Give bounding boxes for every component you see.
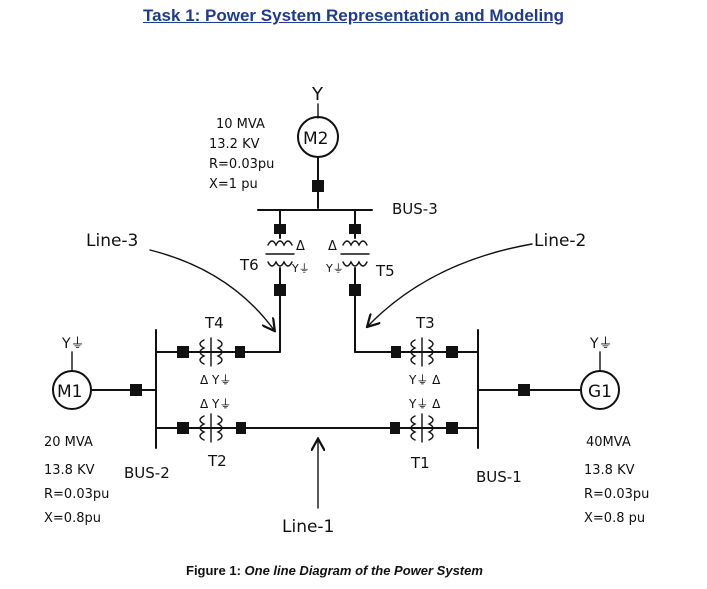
line-2-annotation: Line-2	[368, 231, 586, 326]
breaker-m2	[312, 180, 324, 192]
t2-connection: Δ Y⏚	[200, 397, 231, 411]
t5-connection-y: Y⏚	[325, 262, 344, 275]
bus-3-label: BUS-3	[392, 200, 438, 218]
t6-connection-y: Y⏚	[291, 262, 310, 275]
motor-m2: Y M2 10 MVA 13.2 KV R=0.03pu X=1 pu	[209, 84, 339, 209]
t6-label: T6	[239, 256, 259, 274]
generator-g1: Y⏚ G1 40MVA 13.8 KV R=0.03pu X=0.8 pu	[477, 336, 649, 526]
breaker-m1	[130, 384, 142, 396]
g1-connection: Y⏚	[589, 336, 613, 352]
m1-spec-r: R=0.03pu	[44, 487, 109, 502]
t3-connection: Y⏚ Δ	[408, 373, 441, 387]
g1-spec-x: X=0.8 pu	[584, 511, 645, 526]
line-3-annotation: Line-3	[86, 231, 274, 330]
m1-spec-mva: 20 MVA	[44, 435, 93, 450]
t5-connection-delta: Δ	[328, 239, 337, 254]
caption-text: One line Diagram of the Power System	[244, 563, 483, 578]
m2-label: M2	[303, 129, 328, 149]
m1-connection: Y⏚	[61, 336, 85, 352]
m2-spec-kv: 13.2 KV	[209, 137, 260, 152]
bus-3: BUS-3	[257, 200, 438, 218]
line-2-label: Line-2	[534, 231, 586, 251]
bus-2-label: BUS-2	[124, 464, 170, 482]
breaker-g1	[518, 384, 530, 396]
figure-caption: Figure 1: One line Diagram of the Power …	[186, 563, 483, 578]
t5-label: T5	[375, 262, 395, 280]
transformer-t1: Y⏚ Δ T1	[390, 397, 458, 472]
transformer-t5: Δ Y⏚ T5	[325, 209, 395, 353]
caption-prefix: Figure 1:	[186, 563, 241, 578]
m1-label: M1	[57, 382, 82, 402]
page-title: Task 1: Power System Representation and …	[142, 6, 564, 25]
transformer-t3: T3 Y⏚ Δ	[354, 314, 479, 387]
transformer-t6: Δ Y⏚ T6	[239, 209, 310, 353]
m1-spec-kv: 13.8 KV	[44, 463, 95, 478]
g1-spec-kv: 13.8 KV	[584, 463, 635, 478]
g1-spec-mva: 40MVA	[586, 435, 631, 450]
t2-label: T2	[207, 452, 227, 470]
motor-m1: Y⏚ M1 20 MVA 13.8 KV R=0.03pu X=0.8pu	[44, 336, 157, 526]
t1-connection: Y⏚ Δ	[408, 397, 441, 411]
bus-1: BUS-1	[476, 329, 522, 486]
m2-spec-x: X=1 pu	[209, 177, 258, 192]
t3-label: T3	[415, 314, 435, 332]
g1-label: G1	[588, 382, 612, 402]
m2-spec-r: R=0.03pu	[209, 157, 274, 172]
transformer-t4: T4 Δ Y⏚	[155, 314, 281, 387]
bus-1-label: BUS-1	[476, 468, 522, 486]
line-1-label: Line-1	[282, 517, 334, 537]
transformer-t2: Δ Y⏚ T2	[155, 397, 479, 470]
m2-connection: Y	[311, 84, 324, 105]
m2-spec-mva: 10 MVA	[216, 117, 265, 132]
t4-label: T4	[204, 314, 224, 332]
m1-spec-x: X=0.8pu	[44, 511, 101, 526]
t4-connection: Δ Y⏚	[200, 373, 231, 387]
line-1-annotation: Line-1	[282, 440, 334, 537]
line-3-label: Line-3	[86, 231, 138, 251]
t6-connection-delta: Δ	[296, 239, 305, 254]
g1-spec-r: R=0.03pu	[584, 487, 649, 502]
t1-label: T1	[410, 454, 430, 472]
